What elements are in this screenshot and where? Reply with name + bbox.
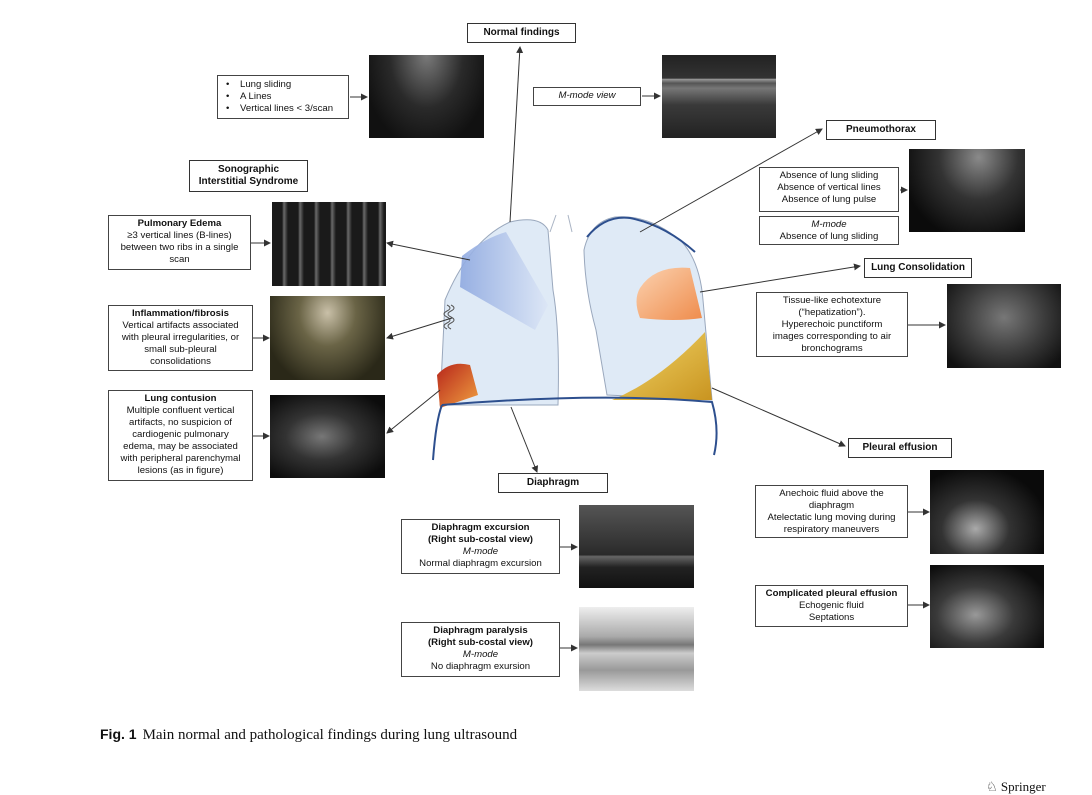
caption-text: Main normal and pathological findings du… bbox=[142, 727, 518, 743]
paralysis-mmode: M-mode bbox=[462, 649, 499, 660]
normal-bullet: Vertical lines < 3/scan bbox=[224, 103, 342, 115]
effusion-region bbox=[612, 332, 712, 400]
edema-line: between two ribs in a single bbox=[120, 242, 239, 253]
consolidation-line: Tissue-like echotexture bbox=[782, 295, 882, 306]
us-image-complicated-effusion bbox=[930, 565, 1044, 648]
effusion-line: Atelectatic lung moving during bbox=[767, 512, 896, 523]
us-image-excursion bbox=[579, 505, 694, 588]
caption-label: Fig. 1 bbox=[100, 726, 137, 742]
normal-findings-title: Normal findings bbox=[467, 23, 576, 43]
pneumothorax-line: Absence of lung pulse bbox=[781, 194, 877, 205]
figure-caption: Fig. 1 Main normal and pathological findi… bbox=[100, 726, 517, 744]
excursion-box: Diaphragm excursion (Right sub-costal vi… bbox=[401, 519, 560, 574]
us-image-mmode bbox=[662, 55, 776, 138]
excursion-text: Normal diaphragm excursion bbox=[419, 558, 542, 569]
sis-title: Sonographic Interstitial Syndrome bbox=[189, 160, 308, 192]
pneumothorax-line: Absence of vertical lines bbox=[777, 182, 881, 193]
effusion-line: Anechoic fluid above the bbox=[779, 488, 884, 499]
edema-box: Pulmonary Edema ≥3 vertical lines (B-lin… bbox=[108, 215, 251, 270]
us-image-paralysis bbox=[579, 607, 694, 691]
contusion-line: edema, may be associated bbox=[123, 441, 238, 452]
contusion-line: cardiogenic pulmonary bbox=[132, 429, 229, 440]
paralysis-title: Diaphragm paralysis bbox=[433, 625, 528, 636]
paralysis-subtitle: (Right sub-costal view) bbox=[427, 637, 533, 648]
mmode-view-box: M-mode view bbox=[533, 87, 641, 106]
effusion-line: diaphragm bbox=[808, 500, 855, 511]
contusion-line: lesions (as in figure) bbox=[137, 465, 224, 476]
edema-line: ≥3 vertical lines (B-lines) bbox=[127, 230, 232, 241]
inflammation-line: with pleural irregularities, or bbox=[121, 332, 240, 343]
pneumothorax-findings-box: Absence of lung sliding Absence of verti… bbox=[759, 167, 899, 212]
publisher-name: Springer bbox=[1000, 779, 1046, 794]
edema-line: scan bbox=[169, 254, 190, 265]
us-image-consolidation bbox=[947, 284, 1061, 368]
springer-horse-icon: ♘ bbox=[986, 779, 998, 794]
consolidation-line: bronchograms bbox=[801, 343, 863, 354]
inflammation-box: Inflammation/fibrosis Vertical artifacts… bbox=[108, 305, 253, 371]
complicated-effusion-title: Complicated pleural effusion bbox=[765, 588, 898, 599]
pneumothorax-mmode-label: M-mode bbox=[811, 219, 847, 230]
effusion-box: Anechoic fluid above the diaphragm Atele… bbox=[755, 485, 908, 538]
excursion-mmode: M-mode bbox=[462, 546, 499, 557]
pneumothorax-line: Absence of lung sliding bbox=[779, 170, 879, 181]
normal-bullet: Lung sliding bbox=[224, 79, 342, 91]
us-image-normal bbox=[369, 55, 484, 138]
pleural-effusion-title: Pleural effusion bbox=[848, 438, 952, 458]
edema-title: Pulmonary Edema bbox=[137, 218, 222, 229]
pneumothorax-mmode-box: M-mode Absence of lung sliding bbox=[759, 216, 899, 245]
mmode-view-label: M-mode view bbox=[558, 90, 616, 101]
normal-findings-box: Lung sliding A Lines Vertical lines < 3/… bbox=[217, 75, 349, 119]
pneumothorax-title: Pneumothorax bbox=[826, 120, 936, 140]
excursion-subtitle: (Right sub-costal view) bbox=[427, 534, 533, 545]
contusion-region bbox=[437, 363, 478, 408]
complicated-line: Septations bbox=[808, 612, 855, 623]
contusion-line: Multiple confluent vertical bbox=[126, 405, 235, 416]
consolidation-region bbox=[636, 267, 702, 320]
contusion-line: with peripheral parenchymal bbox=[120, 453, 241, 464]
paralysis-box: Diaphragm paralysis (Right sub-costal vi… bbox=[401, 622, 560, 677]
inflammation-line: Vertical artifacts associated bbox=[122, 320, 239, 331]
diaphragm-title: Diaphragm bbox=[498, 473, 608, 493]
inflammation-line: small sub-pleural bbox=[144, 344, 217, 355]
contusion-line: artifacts, no suspicion of bbox=[129, 417, 232, 428]
complicated-effusion-box: Complicated pleural effusion Echogenic f… bbox=[755, 585, 908, 627]
pneumothorax-mmode-text: Absence of lung sliding bbox=[779, 231, 879, 242]
normal-bullet: A Lines bbox=[224, 91, 342, 103]
us-image-pneumothorax bbox=[909, 149, 1025, 232]
effusion-line: respiratory maneuvers bbox=[783, 524, 880, 535]
us-image-inflammation bbox=[270, 296, 385, 380]
interstitial-region bbox=[460, 232, 548, 330]
consolidation-line: (“hepatization”). bbox=[798, 307, 866, 318]
lung-consolidation-title: Lung Consolidation bbox=[864, 258, 972, 278]
publisher-footer: ♘ Springer bbox=[986, 779, 1046, 795]
us-image-effusion bbox=[930, 470, 1044, 554]
consolidation-box: Tissue-like echotexture (“hepatization”)… bbox=[756, 292, 908, 357]
us-image-contusion bbox=[270, 395, 385, 478]
consolidation-line: images corresponding to air bbox=[772, 331, 892, 342]
inflammation-line: consolidations bbox=[150, 356, 211, 367]
inflammation-title: Inflammation/fibrosis bbox=[131, 308, 229, 319]
us-image-edema bbox=[272, 202, 386, 286]
contusion-title: Lung contusion bbox=[144, 393, 217, 404]
consolidation-line: Hyperechoic punctiform bbox=[781, 319, 883, 330]
excursion-title: Diaphragm excursion bbox=[431, 522, 530, 533]
paralysis-text: No diaphragm exursion bbox=[430, 661, 531, 672]
contusion-box: Lung contusion Multiple confluent vertic… bbox=[108, 390, 253, 481]
complicated-line: Echogenic fluid bbox=[798, 600, 865, 611]
